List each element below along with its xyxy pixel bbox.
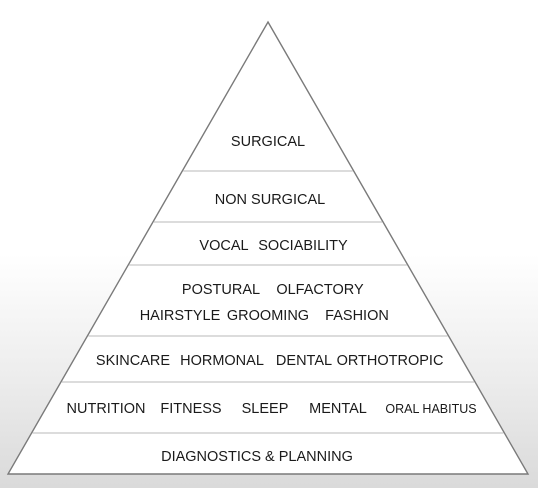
level-dividers — [32, 170, 504, 434]
level-label: DIAGNOSTICS & PLANNING — [161, 449, 353, 465]
level-label: SLEEP — [242, 401, 289, 417]
level-postural-fashion: POSTURAL OLFACTORY HAIRSTYLE GROOMING FASHIO… — [140, 282, 389, 324]
level-skincare-orthotropic: SKINCARE HORMONAL DENTAL ORTHOTROPIC — [96, 353, 444, 369]
level-label: OLFACTORY — [276, 282, 364, 298]
level-label: GROOMING — [227, 308, 309, 324]
level-label: ORAL HABITUS — [385, 402, 476, 416]
level-label: HAIRSTYLE — [140, 308, 221, 324]
pyramid-outline — [6, 20, 530, 475]
level-label: MENTAL — [309, 401, 367, 417]
level-nutrition-oral: NUTRITION FITNESS SLEEP MENTAL ORAL HABITUS — [67, 401, 477, 417]
level-label: DENTAL — [276, 353, 332, 369]
level-label: SOCIABILITY — [258, 238, 348, 254]
level-label: SURGICAL — [231, 134, 305, 150]
level-label: POSTURAL — [182, 282, 260, 298]
level-label: SKINCARE — [96, 353, 170, 369]
level-label: VOCAL — [199, 238, 248, 254]
level-label: NON SURGICAL — [215, 192, 325, 208]
level-label: ORTHOTROPIC — [337, 353, 444, 369]
level-label: NUTRITION — [67, 401, 146, 417]
level-labels: SURGICAL NON SURGICAL VOCAL SOCIABILITY POST… — [67, 134, 477, 465]
level-label: HORMONAL — [180, 353, 264, 369]
level-non-surgical: NON SURGICAL — [215, 192, 325, 208]
level-surgical: SURGICAL — [231, 134, 305, 150]
level-diagnostics: DIAGNOSTICS & PLANNING — [161, 449, 353, 465]
level-label: FASHION — [325, 308, 389, 324]
level-vocal-sociability: VOCAL SOCIABILITY — [199, 238, 348, 254]
level-label: FITNESS — [160, 401, 221, 417]
